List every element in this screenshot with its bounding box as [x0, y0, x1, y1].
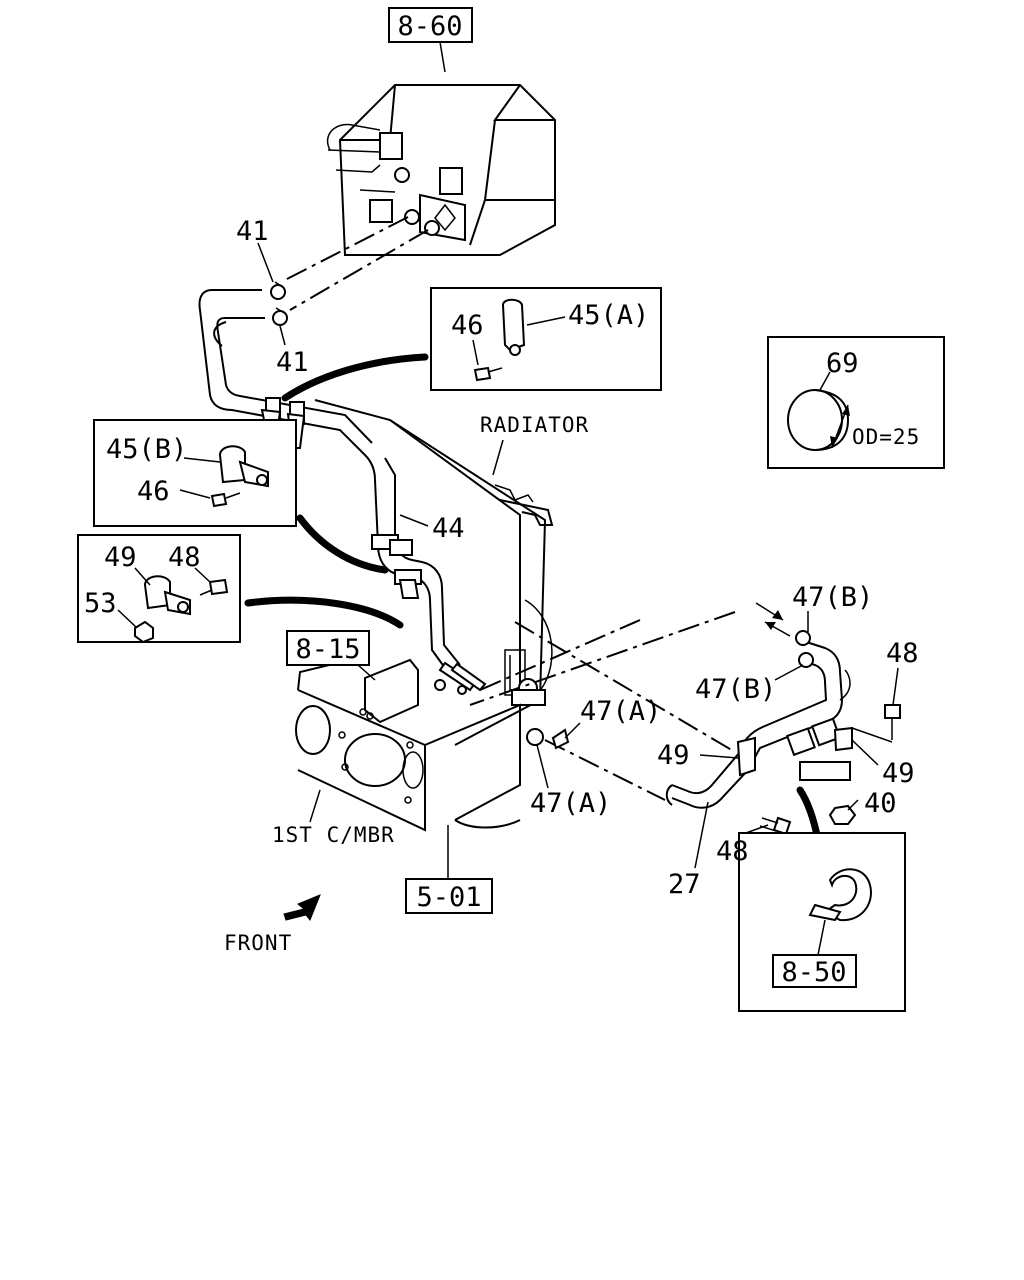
part-53[interactable]: 53 [84, 588, 117, 619]
right-hose-27 [665, 630, 853, 809]
centerline-to-hose-27 [544, 739, 666, 801]
part-47a-bottom[interactable]: 47(A) [530, 788, 611, 819]
detail-box-49-48-53 [77, 534, 241, 644]
ref-5-01: 5-01 [416, 882, 481, 913]
part-45b[interactable]: 45(B) [106, 434, 187, 465]
label-radiator: RADIATOR [480, 413, 589, 437]
detail-box-45a [430, 287, 662, 391]
ref-8-60: 8-60 [397, 11, 462, 42]
front-arrow-icon [283, 894, 321, 921]
ref-8-50: 8-50 [781, 957, 846, 988]
leader-lines [257, 242, 899, 869]
detail-box-69 [767, 336, 945, 469]
radiator [314, 399, 554, 746]
ref-box-8-60[interactable]: 8-60 [388, 7, 473, 43]
part-41-top[interactable]: 41 [236, 216, 269, 247]
part-48-right[interactable]: 48 [886, 638, 919, 669]
direction-arrows [755, 602, 791, 637]
part-48-bottom[interactable]: 48 [716, 836, 749, 867]
part-49-left[interactable]: 49 [657, 740, 690, 771]
part-46-b[interactable]: 46 [137, 476, 170, 507]
label-1st-cmbr: 1ST C/MBR [272, 823, 395, 847]
leader-8-60 [439, 41, 446, 73]
detail-box-45b [93, 419, 297, 527]
label-od: OD=25 [852, 425, 920, 449]
hose-fittings [434, 661, 487, 695]
part-47b-mid[interactable]: 47(B) [695, 674, 776, 705]
ref-box-8-15[interactable]: 8-15 [286, 630, 370, 666]
heater-unit [326, 84, 556, 256]
part-46-a[interactable]: 46 [451, 310, 484, 341]
clamp-47a [526, 728, 570, 750]
part-27[interactable]: 27 [668, 869, 701, 900]
ref-box-8-50[interactable]: 8-50 [772, 954, 857, 988]
ref-box-5-01[interactable]: 5-01 [405, 878, 493, 914]
part-47a-top[interactable]: 47(A) [580, 696, 661, 727]
leader-8-15 [357, 664, 376, 681]
label-front: FRONT [224, 931, 292, 955]
callout-arrow-49-group [244, 596, 404, 629]
bolt-48-right [884, 704, 901, 740]
part-40[interactable]: 40 [864, 788, 897, 819]
ref-8-15: 8-15 [295, 634, 360, 665]
part-69[interactable]: 69 [826, 348, 859, 379]
centerline-upper [284, 216, 409, 281]
part-45a[interactable]: 45(A) [568, 300, 649, 331]
detail-box-8-50 [738, 832, 906, 1012]
part-48-box[interactable]: 48 [168, 542, 201, 573]
heater-hose-assembly [198, 281, 461, 669]
part-47b-top[interactable]: 47(B) [792, 582, 873, 613]
centerline-lower [289, 229, 429, 311]
first-crossmember [295, 658, 521, 832]
part-49-box[interactable]: 49 [104, 542, 137, 573]
callout-arrow-45a [281, 353, 429, 402]
centerline-to-right-hose [514, 621, 736, 753]
nut-40 [828, 804, 857, 825]
part-44[interactable]: 44 [432, 513, 465, 544]
centerline-crossover-2 [479, 619, 641, 691]
part-49-right[interactable]: 49 [882, 758, 915, 789]
part-41-bottom[interactable]: 41 [276, 347, 309, 378]
centerline-crossover [469, 611, 736, 706]
callout-arrow-45b [296, 514, 389, 574]
